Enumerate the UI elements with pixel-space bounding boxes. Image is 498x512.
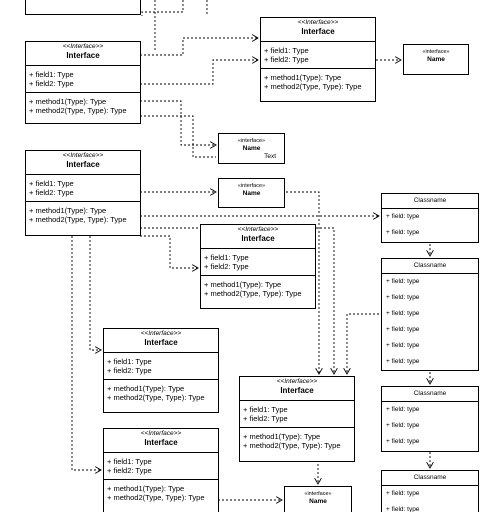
field-line: + field1: Type [29, 70, 74, 79]
interface-box[interactable]: <<Interface>> Interface + field1: Type +… [103, 328, 219, 413]
small-interface-box[interactable]: «interface» Name [284, 486, 352, 512]
small-interface-box[interactable]: «interface» Name [218, 178, 285, 208]
method-line: + method2(Type, Type): Type [107, 493, 205, 502]
field-line: + field1: Type [107, 457, 152, 466]
method-line: + method1(Type): Type [29, 206, 107, 215]
class-field: + field: type [386, 229, 420, 236]
field-line: + field1: Type [204, 253, 249, 262]
method-line: + method2(Type, Type): Type [29, 106, 127, 115]
stereotype-label: «interface» [237, 138, 266, 144]
interface-box[interactable]: <<Interface>> Interface + field1: Type +… [25, 150, 141, 236]
interface-name: Interface [144, 438, 178, 447]
class-field: + field: type [386, 342, 420, 349]
interface-name: Interface [301, 27, 335, 36]
method-line: + method1(Type): Type [107, 484, 185, 493]
field-line: + field2: Type [243, 414, 288, 423]
connector [140, 115, 216, 158]
class-field: + field: type [386, 358, 420, 365]
field-line: + field2: Type [29, 188, 74, 197]
method-line: + method1(Type): Type [107, 384, 185, 393]
interface-name: Name [242, 145, 261, 152]
truncated-class-box [25, 0, 141, 15]
method-line: + method2(Type, Type): Type [204, 289, 302, 298]
class-field: + field: type [386, 294, 420, 301]
connector [140, 60, 258, 85]
stereotype-label: <<Interface>> [237, 226, 279, 233]
method-line: + method2(Type, Type): Type [264, 82, 362, 91]
connector [286, 191, 319, 374]
interface-name: Interface [66, 160, 100, 169]
interface-box[interactable]: <<Interface>> Interface + field1: Type +… [239, 376, 355, 462]
connector [347, 313, 379, 374]
stereotype-label: <<Interface>> [297, 19, 339, 26]
connector [140, 38, 258, 56]
small-interface-box[interactable]: «interface» Name [403, 44, 469, 75]
stereotype-label: <<Interface>> [276, 378, 318, 385]
stereotype-label: <<Interface>> [140, 330, 182, 337]
stereotype-label: «interface» [304, 491, 332, 497]
stereotype-label: «interface» [237, 183, 266, 189]
class-field: + field: type [386, 326, 420, 333]
method-line: + method1(Type): Type [264, 73, 342, 82]
interface-box[interactable]: <<Interface>> Interface + field1: Type +… [25, 41, 141, 124]
field-line: + field1: Type [29, 179, 74, 188]
interface-name: Name [427, 56, 445, 63]
stereotype-label: «interface» [422, 49, 450, 55]
interface-name: Interface [241, 234, 275, 243]
field-line: + field1: Type [107, 357, 152, 366]
connector [141, 0, 184, 16]
field-line: + field1: Type [264, 46, 309, 55]
class-name: Classname [382, 387, 478, 402]
field-line: + field2: Type [29, 79, 74, 88]
class-field: + field: type [386, 422, 420, 429]
method-line: + method2(Type, Type): Type [29, 215, 127, 224]
class-field: + field: type [386, 278, 420, 285]
method-line: + method2(Type, Type): Type [107, 393, 205, 402]
class-field: + field: type [386, 506, 420, 512]
field-line: + field2: Type [107, 366, 152, 375]
connector [89, 236, 101, 350]
interface-box[interactable]: <<Interface>> Interface + field1: Type +… [103, 428, 219, 512]
interface-box[interactable]: <<Interface>> Interface + field1: Type +… [200, 224, 316, 309]
class-field: + field: type [386, 213, 420, 220]
method-line: + method1(Type): Type [29, 97, 107, 106]
field-line: + field2: Type [204, 262, 249, 271]
connector [140, 235, 198, 268]
interface-name: Interface [144, 338, 178, 347]
interface-name: Name [242, 190, 261, 197]
interface-box[interactable]: <<Interface>> Interface + field1: Type +… [260, 17, 376, 102]
class-field: + field: type [386, 490, 420, 497]
class-field: + field: type [386, 310, 420, 317]
interface-name: Interface [66, 51, 100, 60]
stereotype-label: <<Interface>> [62, 43, 104, 50]
interface-text: Text [264, 153, 276, 160]
field-line: + field2: Type [264, 55, 309, 64]
connector [140, 100, 216, 145]
connector [71, 236, 101, 470]
stereotype-label: <<Interface>> [62, 152, 104, 159]
class-field: + field: type [386, 438, 420, 445]
class-box[interactable]: Classname + field: type + field: type [381, 193, 479, 243]
class-name: Classname [382, 194, 478, 209]
interface-name: Interface [280, 386, 314, 395]
class-box[interactable]: Classname + field: type + field: type + … [381, 258, 479, 371]
class-box[interactable]: Classname + field: type + field: type [381, 470, 479, 512]
interface-name: Name [309, 498, 327, 505]
field-line: + field1: Type [243, 405, 288, 414]
stereotype-label: <<Interface>> [140, 430, 182, 437]
method-line: + method1(Type): Type [204, 280, 282, 289]
class-box[interactable]: Classname + field: type + field: type + … [381, 386, 479, 452]
field-line: + field2: Type [107, 466, 152, 475]
method-line: + method1(Type): Type [243, 432, 321, 441]
class-name: Classname [382, 471, 478, 486]
small-interface-box[interactable]: «interface» Name Text [218, 133, 285, 164]
class-field: + field: type [386, 406, 420, 413]
class-name: Classname [382, 259, 478, 274]
method-line: + method2(Type, Type): Type [243, 441, 341, 450]
